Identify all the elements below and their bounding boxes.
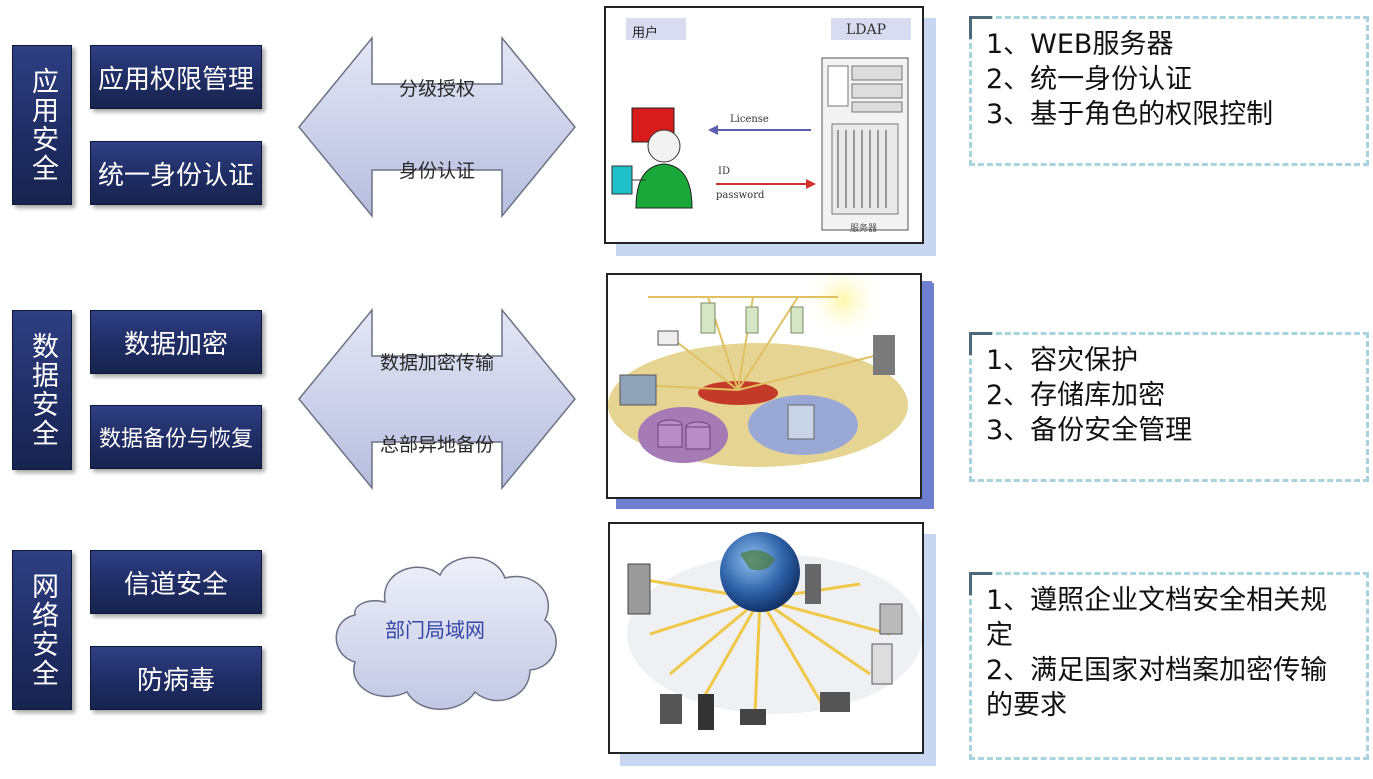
note-line: 1、WEB服务器 bbox=[986, 29, 1174, 60]
note-line: 2、存储库加密 bbox=[986, 380, 1166, 411]
category-network-security: 网络安全 bbox=[12, 550, 72, 710]
item-data-encryption: 数据加密 bbox=[90, 310, 262, 374]
ldap-illustration bbox=[611, 18, 911, 231]
double-arrow-shape bbox=[298, 307, 576, 491]
item-app-permission: 应用权限管理 bbox=[90, 45, 262, 109]
globe-illustration bbox=[627, 532, 923, 730]
figure-globe-network bbox=[608, 522, 924, 754]
note-line: 2、满足国家对档案加密传输的要求 bbox=[986, 655, 1328, 721]
note-line: 3、基于角色的权限控制 bbox=[986, 99, 1274, 130]
server-label: 服务器 bbox=[850, 224, 878, 234]
item-unified-auth: 统一身份认证 bbox=[90, 141, 262, 205]
figure-storage-network bbox=[606, 260, 922, 499]
license-label: License bbox=[730, 114, 769, 125]
note-line: 1、遵照企业文档安全相关规定 bbox=[986, 585, 1328, 651]
storage-illustration bbox=[608, 260, 908, 467]
double-arrow-shape bbox=[298, 35, 576, 219]
item-data-backup: 数据备份与恢复 bbox=[90, 405, 262, 469]
note-line: 2、统一身份认证 bbox=[986, 64, 1193, 95]
item-antivirus: 防病毒 bbox=[90, 646, 262, 710]
note-network-security: 1、遵照企业文档安全相关规定 2、满足国家对档案加密传输的要求 bbox=[969, 572, 1369, 760]
cloud-label: 部门局域网 bbox=[385, 618, 485, 642]
note-line: 3、备份安全管理 bbox=[986, 415, 1193, 446]
arrow-label-grading: 分级授权 bbox=[398, 78, 475, 100]
id-label: ID bbox=[718, 166, 730, 177]
note-data-security: 1、容灾保护 2、存储库加密 3、备份安全管理 bbox=[969, 332, 1369, 482]
note-app-security: 1、WEB服务器 2、统一身份认证 3、基于角色的权限控制 bbox=[969, 16, 1369, 166]
user-label: 用户 bbox=[632, 26, 659, 41]
arrow-label-offsite-backup: 总部异地备份 bbox=[379, 434, 494, 456]
category-app-security: 应用安全 bbox=[12, 45, 72, 205]
cloud-lan: 部门局域网 bbox=[325, 540, 565, 720]
note-corner bbox=[969, 16, 992, 39]
item-channel-security: 信道安全 bbox=[90, 550, 262, 614]
note-corner bbox=[969, 332, 992, 355]
double-arrow-app: 分级授权 身份认证 bbox=[297, 35, 577, 219]
note-line: 1、容灾保护 bbox=[986, 345, 1139, 376]
arrow-label-identity: 身份认证 bbox=[398, 160, 475, 182]
double-arrow-data: 数据加密传输 总部异地备份 bbox=[297, 307, 577, 491]
cloud-shape bbox=[335, 556, 557, 710]
ldap-label: LDAP bbox=[846, 22, 887, 38]
note-corner bbox=[969, 572, 992, 595]
password-label: password bbox=[716, 190, 765, 201]
arrow-label-encrypted-transfer: 数据加密传输 bbox=[379, 352, 494, 374]
category-data-security: 数据安全 bbox=[12, 310, 72, 470]
figure-ldap-auth: 用户 LDAP License ID password 服务器 bbox=[604, 6, 924, 244]
